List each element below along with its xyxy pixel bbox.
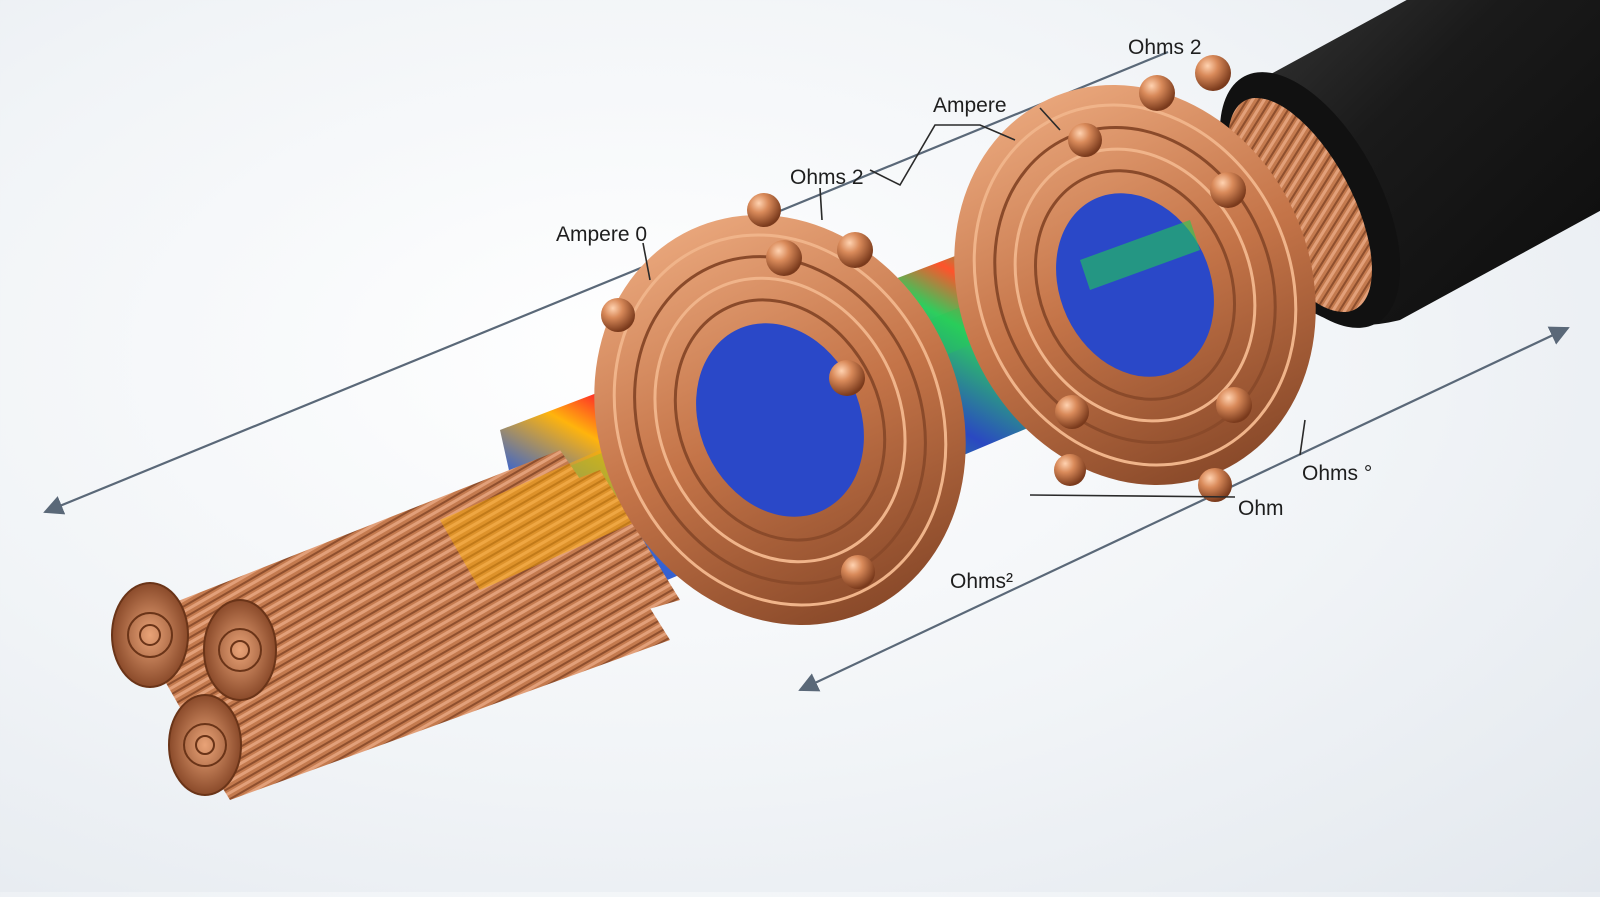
conductor-end (111, 582, 189, 688)
double-arrow-icon (43, 50, 1169, 515)
label-ampere-top: Ampere (933, 94, 1007, 117)
conductor-end (168, 694, 242, 796)
label-ohms-top: Ohms 2 (1128, 36, 1202, 59)
label-ampere-left: Ampere 0 (556, 223, 647, 246)
double-arrow-icon (798, 326, 1570, 692)
copper-coil (594, 215, 966, 625)
label-ohms-right: Ohms ° (1302, 462, 1372, 485)
label-ohms-bottom: Ohms² (950, 570, 1013, 593)
leader-lines (642, 107, 1306, 498)
copper-bead-icon (601, 55, 1252, 589)
conductor-end (203, 599, 277, 701)
cable-jacket (1219, 0, 1600, 328)
label-ohm-right: Ohm (1238, 497, 1284, 520)
label-ohms-mid: Ohms 2 (790, 166, 864, 189)
